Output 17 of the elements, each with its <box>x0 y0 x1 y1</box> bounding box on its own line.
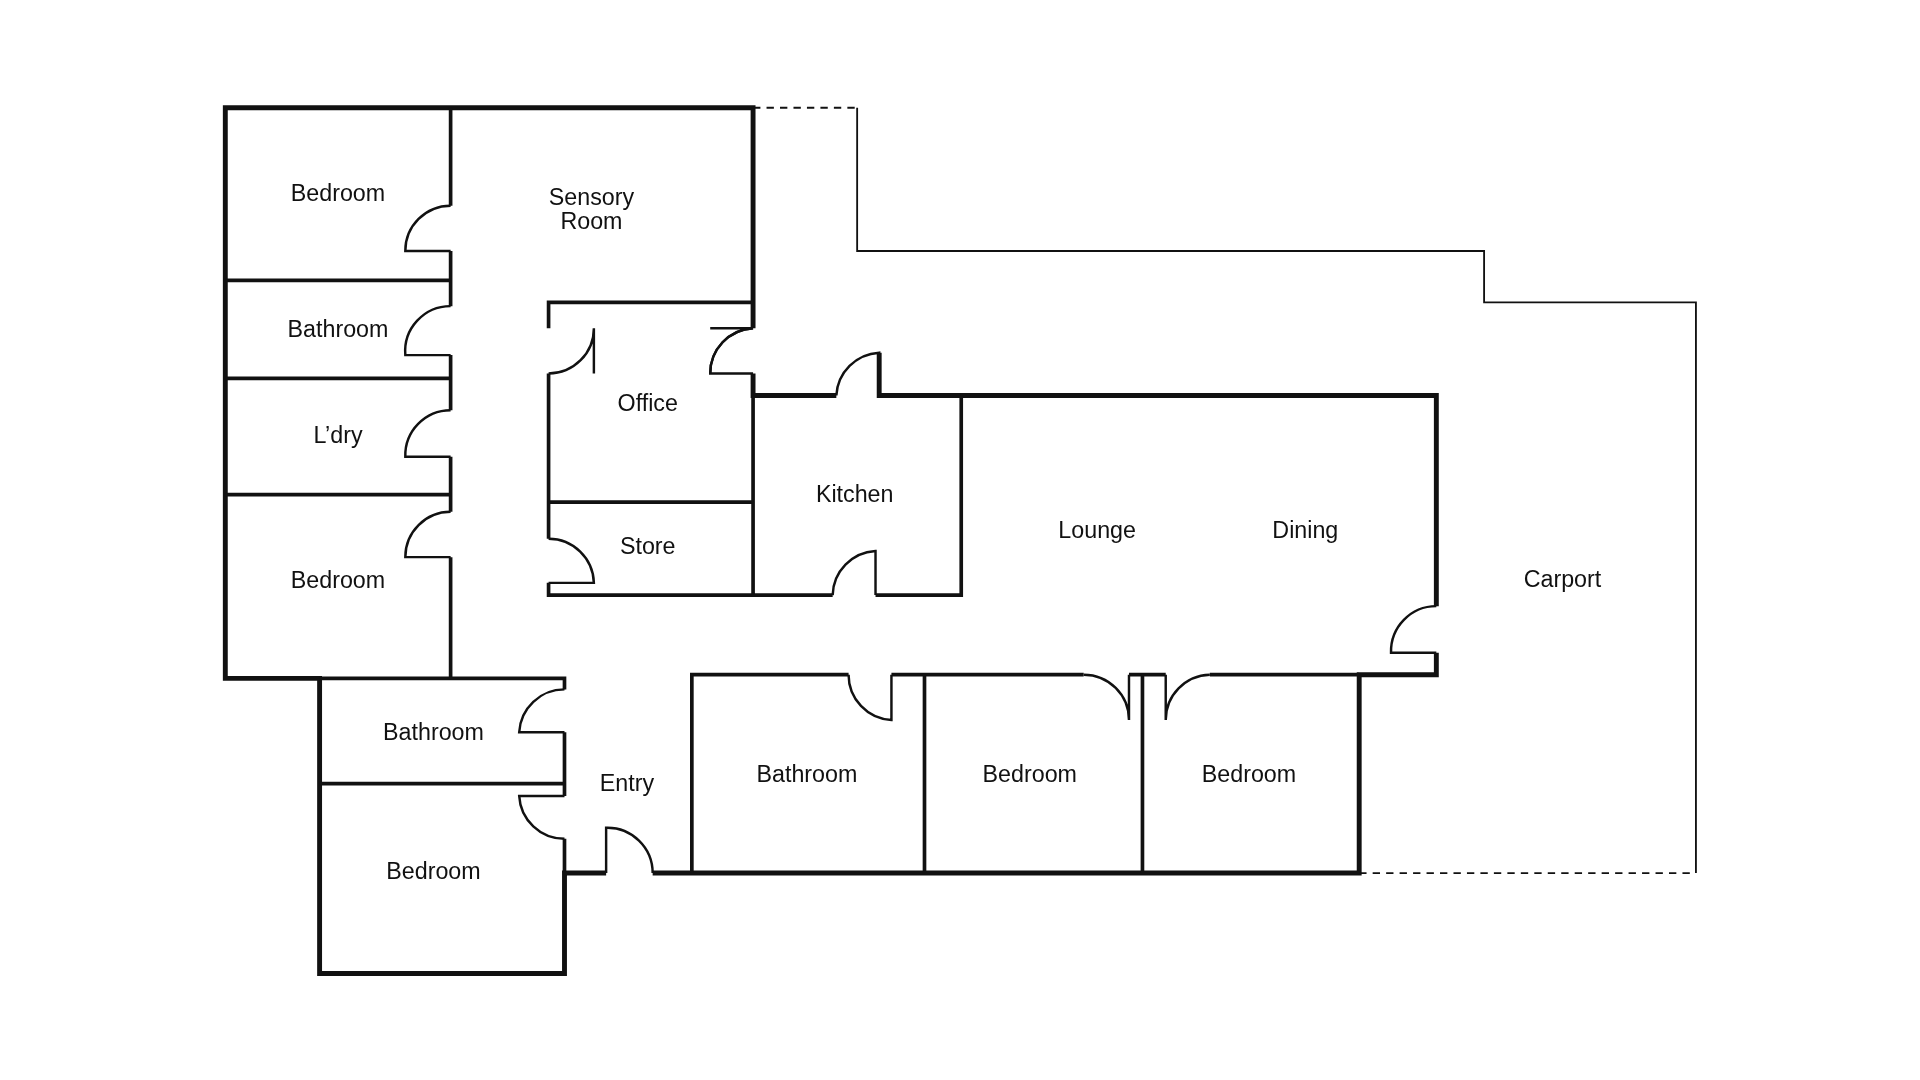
room-label: Bedroom <box>290 181 386 206</box>
room-label: Bedroom <box>982 762 1077 788</box>
room-label: Bathroom <box>383 720 484 745</box>
room-label: Kitchen <box>815 482 894 507</box>
room-label: Bedroom <box>290 568 386 593</box>
room-label: Carport <box>1523 567 1602 592</box>
room-label: Dining <box>1272 518 1339 543</box>
room-label: Office <box>617 391 678 417</box>
room-label: Sensory Room <box>547 185 636 234</box>
room-label: Store <box>619 533 676 559</box>
room-label: Bedroom <box>1201 762 1297 788</box>
room-label: Entry <box>599 771 655 796</box>
room-label: L’dry <box>313 423 363 449</box>
room-label: Lounge <box>1058 518 1136 543</box>
room-label: Bathroom <box>756 762 858 788</box>
room-label: Bedroom <box>386 859 481 885</box>
room-label: Bathroom <box>287 317 389 342</box>
